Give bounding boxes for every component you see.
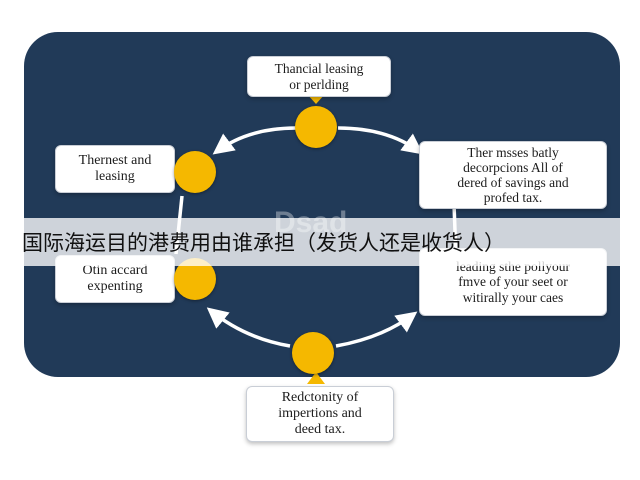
box-lower-left-text: Otin accard expenting [82,263,148,294]
box-upper-left: Thernest and leasing [55,145,175,193]
box-upper-left-text: Thernest and leasing [78,153,152,184]
pointer-bottom [307,372,325,384]
box-bottom-text: Redctonity of impertions and deed tax. [278,390,362,437]
box-upper-right-text: Ther msses batly decorpcions All of dere… [457,144,569,206]
box-lower-right-text: leading sthe pollyour fmve of your seet … [456,259,570,305]
box-upper-right: Ther msses batly decorpcions All of dere… [419,141,607,209]
title-banner [0,218,640,266]
node-top [295,106,337,148]
arrow-top-to-upper-right [337,126,424,155]
arrow-bottom-to-lower-right [335,311,418,348]
box-top-text: Thancial leasing or perlding [274,61,364,92]
banner-title: 国际海运目的港费用由谁承担（发货人还是收货人） [22,231,505,255]
node-bottom [292,332,334,374]
node-upper-left [174,151,216,193]
box-bottom: Redctonity of impertions and deed tax. [246,386,394,442]
arrow-bottom-to-lower-left [206,307,291,348]
arrow-top-to-upper-left [212,126,297,155]
box-top: Thancial leasing or perlding [247,56,391,97]
